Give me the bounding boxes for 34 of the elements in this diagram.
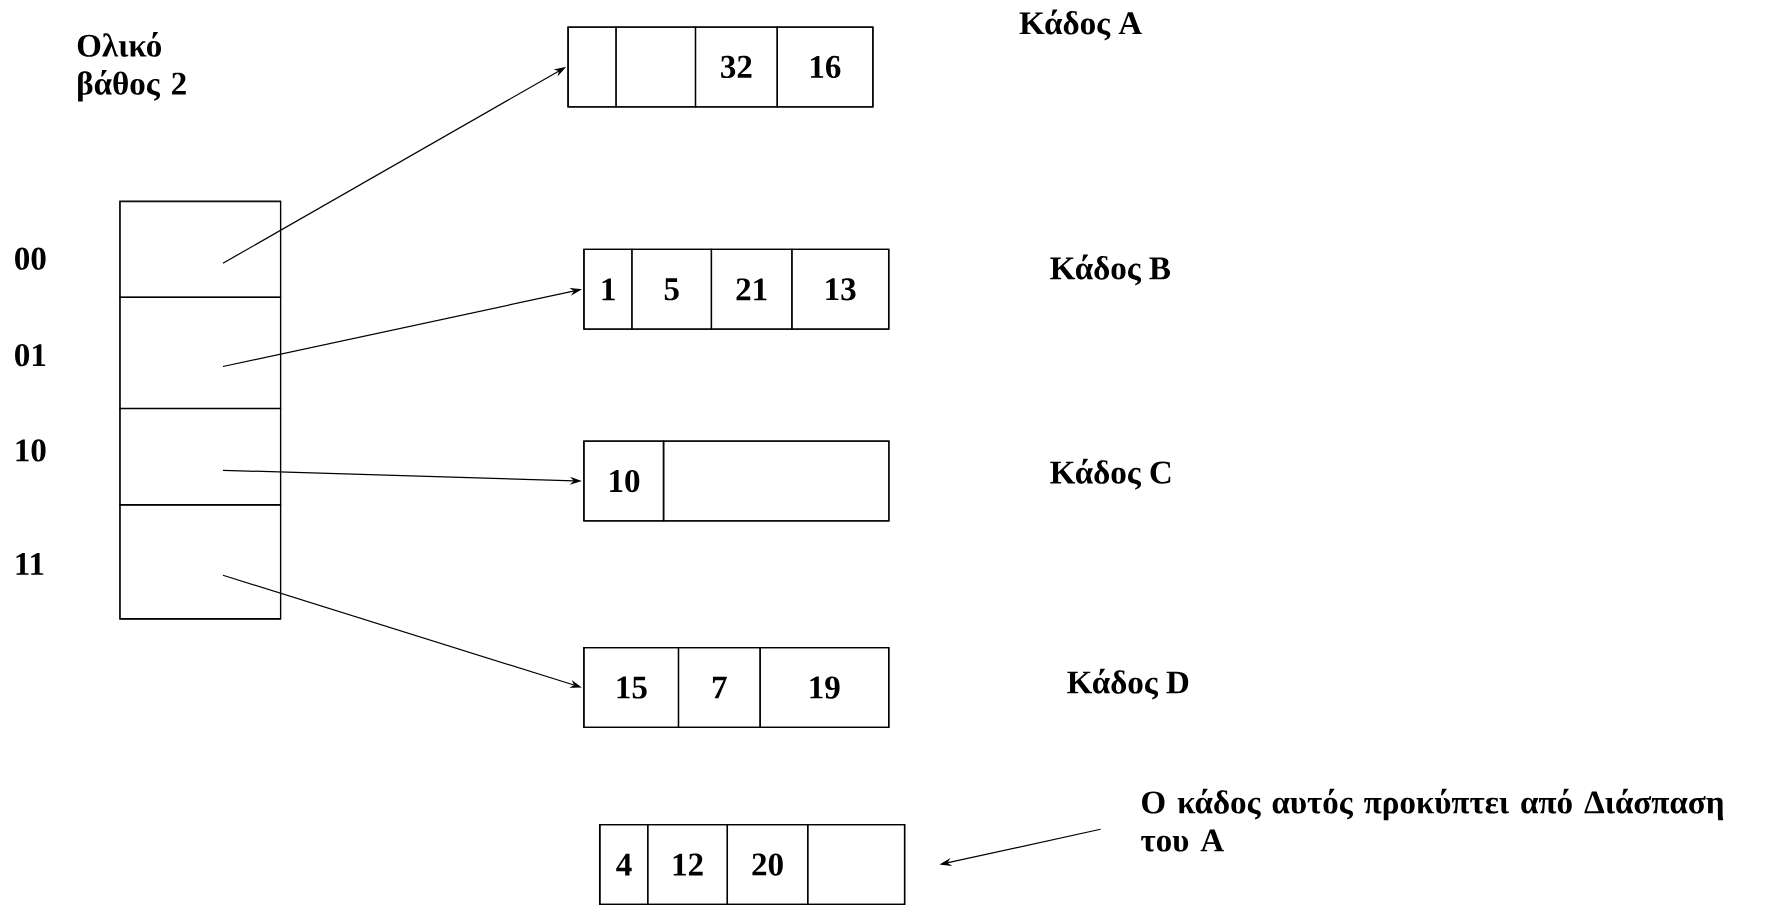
empty-cell	[119, 296, 282, 410]
bucket-label: Κάδος B	[1050, 254, 1171, 286]
empty-cell	[119, 201, 282, 299]
note-text: Ο κάδος αυτός προκύπτει από Διάσπαση του A	[1141, 788, 1724, 852]
empty-cell	[662, 440, 890, 522]
empty-cell	[119, 407, 282, 506]
bucket-box	[583, 249, 890, 331]
table-cell: 32	[694, 26, 778, 108]
bucket-box	[567, 26, 874, 108]
table-cell: 12	[647, 824, 729, 906]
table-cell: 5	[631, 249, 713, 331]
bucket-label: Κάδος A	[1019, 9, 1142, 41]
empty-cell	[119, 504, 282, 620]
table-cell: 1	[583, 249, 633, 331]
empty-cell	[567, 26, 617, 108]
table-cell: 15	[583, 647, 680, 729]
table-cell: 13	[791, 249, 890, 331]
row-label: 00	[15, 247, 46, 271]
bucket-label: Κάδος C	[1050, 459, 1171, 490]
table-cell: 4	[599, 824, 649, 906]
table-cell: 20	[726, 824, 809, 906]
empty-cell	[807, 824, 906, 906]
row-label: 11	[16, 553, 44, 575]
table-cell: 10	[583, 440, 665, 522]
directory-table	[119, 200, 282, 620]
bucket-label: Κάδος D	[1067, 668, 1189, 700]
table-cell: 16	[776, 26, 874, 108]
empty-cell	[615, 26, 697, 108]
table-cell: 21	[710, 249, 793, 331]
heading: Ολικό βάθος 2	[77, 32, 186, 102]
table-cell: 7	[677, 647, 761, 729]
row-label: 10	[16, 439, 46, 462]
table-cell: 19	[759, 647, 890, 729]
row-label: 01	[15, 344, 46, 367]
